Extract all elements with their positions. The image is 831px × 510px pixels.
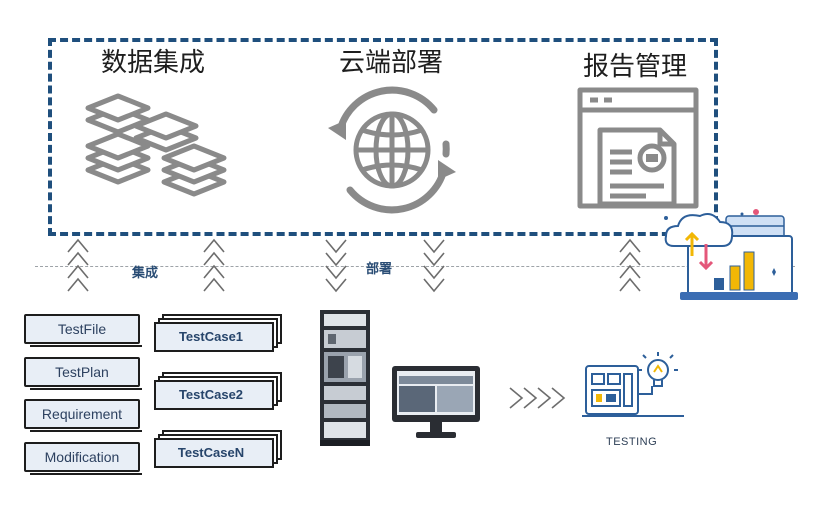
integration-label: 集成	[132, 266, 159, 281]
document-item: TestFile	[24, 314, 142, 347]
equipment-rack-icon	[320, 310, 370, 446]
test-case-stack: TestCase2	[154, 372, 282, 412]
right-chevrons-icon	[509, 387, 566, 409]
test-case-label: TestCase1	[178, 329, 244, 344]
deployment-label: 部署	[366, 262, 393, 277]
title-report-management: 报告管理	[583, 52, 688, 82]
test-case-label: TestCase2	[178, 387, 244, 402]
monitor-icon	[392, 366, 480, 438]
testing-label: TESTING	[606, 436, 658, 448]
title-cloud-deployment: 云端部署	[339, 48, 444, 78]
integration-box	[48, 38, 718, 236]
down-chevrons-icon	[325, 239, 347, 293]
document-item: TestPlan	[24, 357, 142, 390]
cloud-analytics-icon	[664, 209, 798, 300]
divider-line	[35, 266, 795, 267]
down-chevrons-icon	[423, 239, 445, 293]
up-chevrons-icon	[67, 238, 89, 292]
report-document-icon	[577, 87, 699, 209]
up-chevrons-icon	[203, 238, 225, 292]
up-chevrons-icon	[619, 238, 641, 292]
test-case-label: TestCaseN	[177, 445, 245, 460]
document-item: Modification	[24, 442, 142, 475]
test-case-stack: TestCaseN	[154, 430, 282, 470]
test-case-stack: TestCase1	[154, 314, 282, 354]
cloud-globe-icon	[328, 86, 456, 214]
title-data-integration: 数据集成	[101, 48, 206, 78]
stacked-layers-icon	[85, 93, 227, 197]
testing-icon	[582, 352, 684, 417]
document-item: Requirement	[24, 399, 142, 432]
